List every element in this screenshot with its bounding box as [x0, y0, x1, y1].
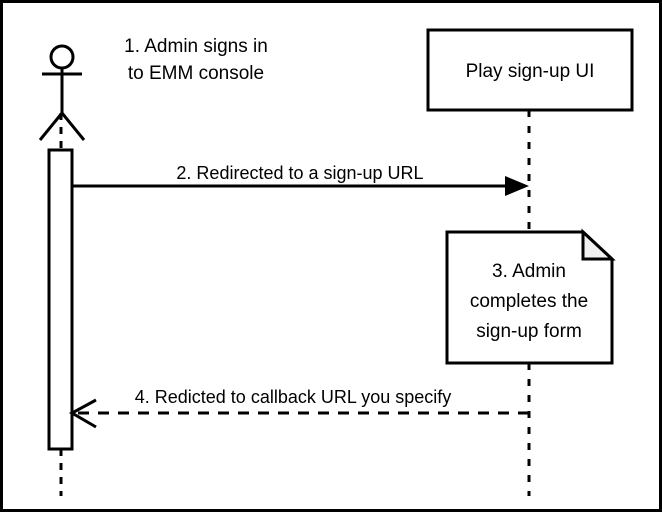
message-4-arrowhead-icon — [68, 398, 97, 429]
note-3-admin-completes-form: 3. Admin completes the sign-up form — [445, 228, 616, 365]
note-3-line-3: sign-up form — [476, 321, 582, 342]
step-1-label-line-2: to EMM console — [128, 63, 264, 84]
note-3-line-2: completes the — [470, 291, 588, 312]
note-3-fold-icon — [581, 228, 616, 261]
actor-head-icon — [49, 44, 75, 70]
actor-admin — [38, 44, 86, 141]
participant-label-play-signup-ui: Play sign-up UI — [466, 61, 595, 82]
message-4-label: 4. Redicted to callback URL you specify — [135, 387, 452, 407]
actor-left-leg-icon — [38, 112, 64, 141]
message-2-label: 2. Redirected to a sign-up URL — [176, 163, 423, 183]
note-3-line-1: 3. Admin — [492, 261, 566, 282]
actor-activation-bar — [47, 148, 74, 451]
step-1-label-line-1: 1. Admin signs in — [124, 36, 268, 57]
actor-right-leg-icon — [60, 112, 86, 141]
message-2-arrowhead-icon — [505, 176, 529, 196]
note-3-body — [445, 230, 614, 365]
